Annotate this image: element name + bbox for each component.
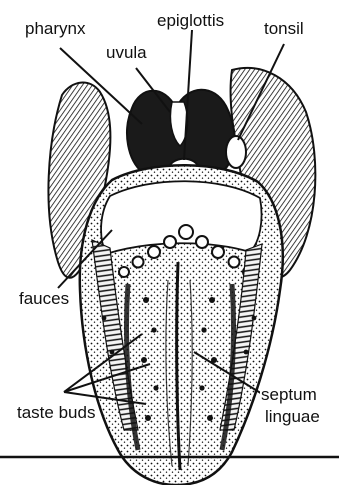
label-fauces: fauces <box>18 290 70 308</box>
label-uvula: uvula <box>105 44 148 62</box>
label-tonsil: tonsil <box>263 20 305 38</box>
label-pharynx: pharynx <box>24 20 86 38</box>
label-linguae: linguae <box>264 408 321 426</box>
tongue-root <box>101 181 261 254</box>
label-taste-buds: taste buds <box>16 404 96 422</box>
label-epiglottis: epiglottis <box>156 12 225 30</box>
label-septum: septum <box>260 386 318 404</box>
tonsil-shape <box>226 136 246 168</box>
